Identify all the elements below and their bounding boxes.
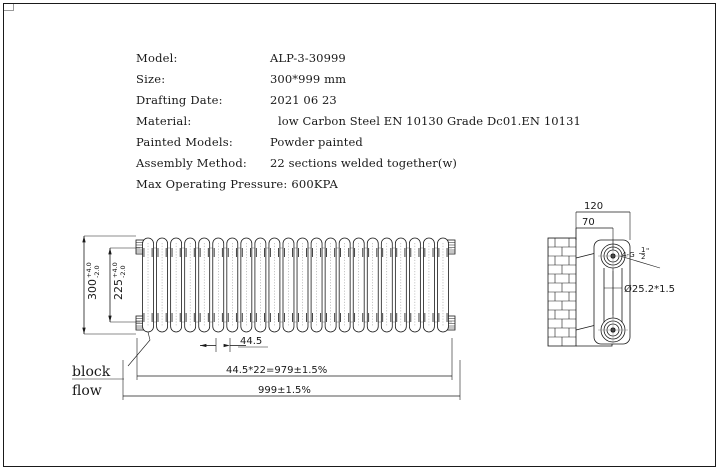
front-view-dimensions: 300 +4.0 -2.0 225 +4.0 -2.0 44.5 44.5*22… xyxy=(72,235,461,400)
spec-label-model: Model: xyxy=(136,51,178,65)
side-view-dimensions: 120 70 4-G 1 2 " Ø25.2*1.5 xyxy=(575,201,675,295)
radiator-column-neck xyxy=(227,248,237,322)
radiator-column-neck xyxy=(241,248,251,322)
drawing-border xyxy=(3,3,716,467)
radiator-column-neck xyxy=(326,248,336,322)
dim-tol-225-lower: -2.0 xyxy=(119,265,127,278)
callout-leader-line xyxy=(127,331,151,367)
spec-row: Material: low Carbon Steel EN 10130 Grad… xyxy=(136,111,606,132)
dim-value-pitch: 44.5 xyxy=(240,336,262,347)
callout-tube-label: Ø25.2*1.5 xyxy=(624,283,675,295)
radiator-column-neck xyxy=(157,248,167,322)
dim-value-300: 300 xyxy=(86,279,99,300)
radiator-column-neck xyxy=(143,248,153,322)
callout-thread: 4-G 1 2 " xyxy=(619,246,661,269)
radiator-column-neck xyxy=(185,248,195,322)
callout-thread-label: 4-G xyxy=(622,251,635,259)
wall-brick-hatch xyxy=(548,238,576,346)
callout-thread-numerator: 1 xyxy=(641,246,645,254)
dim-value-depth-70: 70 xyxy=(582,217,595,228)
radiator-column-neck xyxy=(255,248,265,322)
spec-sheet: Model: ALP-3-30999 Size: 300*999 mm Draf… xyxy=(136,48,606,195)
spec-row: Painted Models: Powder painted xyxy=(136,132,606,153)
dim-value-length-overall: 999±1.5% xyxy=(258,385,311,396)
side-port-bottom xyxy=(598,315,628,345)
spec-label-size: Size: xyxy=(136,72,166,86)
spec-row: Assembly Method: 22 sections welded toge… xyxy=(136,153,606,174)
front-columns-group xyxy=(142,237,449,333)
callout-thread-unit: " xyxy=(646,247,649,255)
side-port-top xyxy=(598,241,628,271)
dim-value-depth-120: 120 xyxy=(584,201,603,212)
radiator-column-neck xyxy=(171,248,181,322)
radiator-column-neck xyxy=(312,248,322,322)
spec-label-painted-models: Painted Models: xyxy=(136,135,233,149)
spec-value-drafting-date: 2021 06 23 xyxy=(270,93,337,107)
radiator-column-neck xyxy=(410,248,420,322)
spec-row: Max Operating Pressure: 600KPA xyxy=(136,174,606,195)
spec-value-painted-models: Powder painted xyxy=(270,135,363,149)
radiator-column-neck xyxy=(424,248,434,322)
dim-ext-pitch xyxy=(215,338,231,352)
callout-block-flow: block flow xyxy=(72,331,151,399)
spec-row: Model: ALP-3-30999 xyxy=(136,48,606,69)
radiator-column-neck xyxy=(284,248,293,322)
spec-label-max-pressure: Max Operating Pressure: 600KPA xyxy=(136,177,339,191)
callout-label-block: block xyxy=(72,364,111,380)
dim-tol-225-upper: +4.0 xyxy=(111,262,119,278)
spec-row: Drafting Date: 2021 06 23 xyxy=(136,90,606,111)
spec-value-model: ALP-3-30999 xyxy=(270,51,346,65)
radiator-side-view xyxy=(547,237,631,347)
spec-row: Size: 300*999 mm xyxy=(136,69,606,90)
callout-label-flow: flow xyxy=(72,383,102,399)
radiator-column-neck xyxy=(396,248,406,322)
radiator-column-neck xyxy=(298,248,307,322)
dim-tol-300-upper: +4.0 xyxy=(85,262,93,278)
corner-tick-mark xyxy=(4,4,14,11)
callout-thread-denominator: 2 xyxy=(641,253,645,261)
radiator-front-view xyxy=(135,237,456,333)
dim-text-height-300: 300 +4.0 -2.0 xyxy=(85,262,101,300)
callout-tube: Ø25.2*1.5 xyxy=(604,283,675,295)
spec-label-drafting-date: Drafting Date: xyxy=(136,93,223,107)
radiator-column-neck xyxy=(213,248,223,322)
spec-label-material: Material: xyxy=(136,114,192,128)
callout-thread-leader xyxy=(619,255,661,269)
spec-value-assembly-method: 22 sections welded together(w) xyxy=(270,156,457,170)
dim-value-pitch-total: 44.5*22=979±1.5% xyxy=(226,365,327,376)
radiator-column-neck xyxy=(368,248,378,322)
dim-value-225: 225 xyxy=(112,279,125,300)
dim-text-height-225: 225 +4.0 -2.0 xyxy=(111,262,127,300)
radiator-column-neck xyxy=(199,248,209,322)
side-body-outline xyxy=(593,239,631,345)
spec-value-size: 300*999 mm xyxy=(270,72,347,86)
wall-outline xyxy=(547,237,577,347)
radiator-column-neck xyxy=(382,248,392,322)
radiator-column-neck xyxy=(340,248,350,322)
dim-tol-300-lower: -2.0 xyxy=(93,265,101,278)
spec-value-material: low Carbon Steel EN 10130 Grade Dc01.EN … xyxy=(278,114,581,128)
spec-label-assembly-method: Assembly Method: xyxy=(136,156,247,170)
radiator-column-neck xyxy=(354,248,364,322)
radiator-column-neck xyxy=(438,248,448,322)
radiator-column-neck xyxy=(269,248,279,322)
